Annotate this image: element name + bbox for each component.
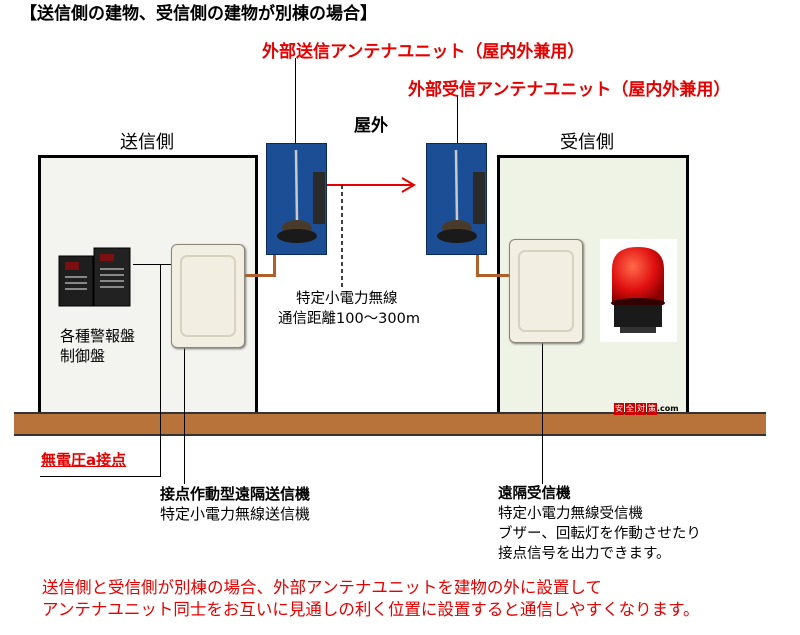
tx-building-label: 送信側	[120, 132, 174, 153]
outdoor-label: 屋外	[354, 116, 388, 136]
tx-device-callout-line	[184, 346, 185, 484]
tx-antenna-unit	[266, 143, 327, 255]
radio-info-line: 通信距離100～300m	[278, 311, 420, 327]
tx-device-unit	[171, 244, 245, 348]
watermark-box: 全	[625, 403, 635, 415]
ground	[14, 412, 766, 436]
rx-device-line: 遠隔受信機	[498, 486, 571, 502]
rx-wire-horizontal	[476, 274, 509, 277]
rotating-beacon-icon	[600, 239, 677, 342]
antenna-icon	[277, 149, 325, 243]
rx-device-line: ブザー、回転灯を作動させたり	[498, 526, 701, 542]
footer-note-line: アンテナユニット同士をお互いに見通しの利く位置に設置すると通信しやすくなります。	[42, 600, 700, 619]
panel-label-line: 各種警報盤	[60, 327, 136, 345]
rx-device-label: 遠隔受信機 特定小電力無線受信機 ブザー、回転灯を作動させたり 接点信号を出力で…	[498, 484, 701, 564]
tx-device-line: 接点作動型遠隔送信機	[160, 485, 311, 503]
diagram-title: 【送信側の建物、受信側の建物が別棟の場合】	[20, 4, 377, 24]
footer-note-line: 送信側と受信側が別棟の場合、外部アンテナユニットを建物の外に設置して	[42, 578, 602, 597]
alarm-panel-icon	[58, 247, 131, 307]
dry-contact-underline	[40, 476, 161, 477]
rx-antenna-unit	[426, 143, 487, 255]
rx-device-line: 特定小電力無線受信機	[498, 506, 643, 522]
radio-info-line: 特定小電力無線	[296, 291, 398, 307]
rx-device-unit	[509, 239, 583, 343]
watermark-box: 対	[636, 403, 646, 415]
tx-device-label: 接点作動型遠隔送信機 特定小電力無線送信機	[160, 484, 310, 524]
tx-device-line: 特定小電力無線送信機	[160, 505, 311, 523]
panel-label-line: 制御盤	[60, 347, 106, 365]
signal-arrow	[325, 177, 416, 290]
tx-wire-vertical	[273, 250, 276, 277]
watermark-box: 策	[647, 403, 657, 415]
tx-antenna-callout-line	[295, 58, 296, 144]
dry-contact-label: 無電圧a接点	[41, 451, 127, 469]
panel-link-line	[133, 264, 171, 265]
panel-to-contact-line	[160, 264, 161, 476]
tx-wire-horizontal	[243, 274, 276, 277]
footer-note: 送信側と受信側が別棟の場合、外部アンテナユニットを建物の外に設置して アンテナユ…	[42, 577, 700, 621]
rx-building-label: 受信側	[560, 132, 614, 153]
rx-wire-vertical	[476, 250, 479, 277]
tx-antenna-title: 外部送信アンテナユニット（屋内外兼用）	[262, 42, 585, 62]
antenna-icon	[437, 149, 485, 243]
watermark-logo: 安全対策.com	[614, 403, 686, 415]
panel-label: 各種警報盤 制御盤	[60, 326, 135, 366]
watermark-box: 安	[614, 403, 624, 415]
rx-device-callout-line	[542, 341, 543, 484]
rx-antenna-callout-line	[457, 96, 458, 144]
radio-info: 特定小電力無線 通信距離100～300m	[278, 289, 420, 329]
watermark-suffix: .com	[657, 404, 679, 413]
rx-antenna-title: 外部受信アンテナユニット（屋内外兼用）	[408, 80, 731, 100]
rx-device-line: 接点信号を出力できます。	[498, 546, 671, 562]
